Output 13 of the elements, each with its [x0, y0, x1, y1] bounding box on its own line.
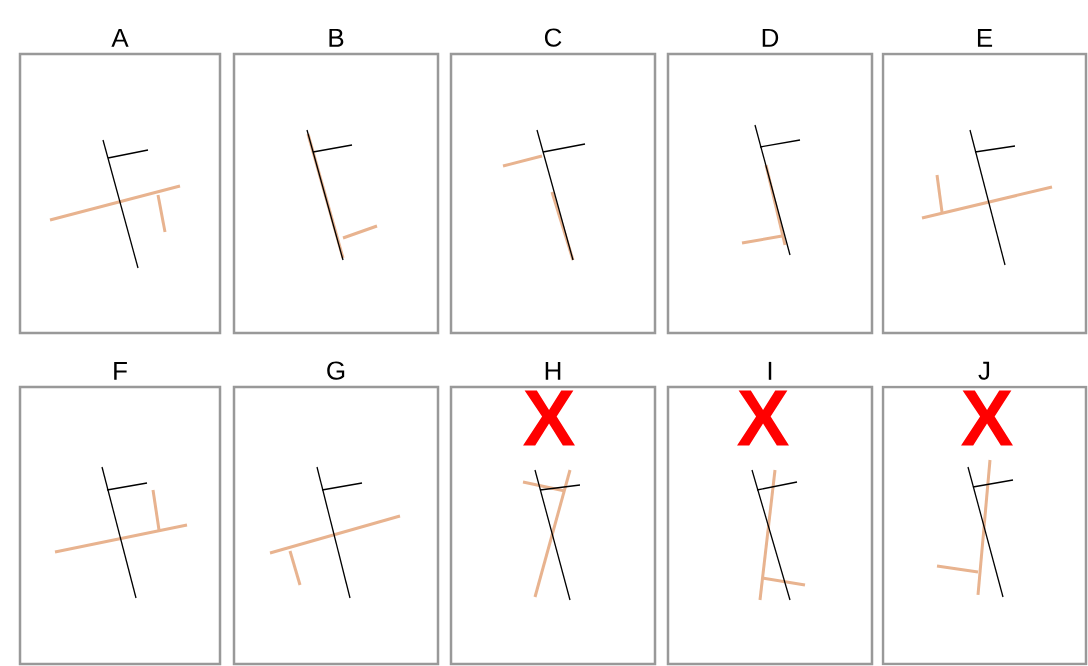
panel-letter: J — [978, 361, 990, 380]
panel-letter: I — [768, 361, 772, 380]
panel-letter: F — [114, 361, 127, 380]
cross-mark: X — [961, 390, 1013, 446]
panel-letter: C — [544, 28, 562, 47]
panel-letter: A — [111, 28, 129, 47]
panel-letter: H — [545, 361, 561, 380]
cross-mark: X — [523, 390, 575, 446]
cross-mark: X — [737, 390, 789, 446]
panel-letter: D — [762, 28, 779, 47]
panel-letter: E — [977, 28, 993, 47]
panel-letter: B — [329, 28, 344, 47]
panel-letter: G — [327, 361, 345, 380]
